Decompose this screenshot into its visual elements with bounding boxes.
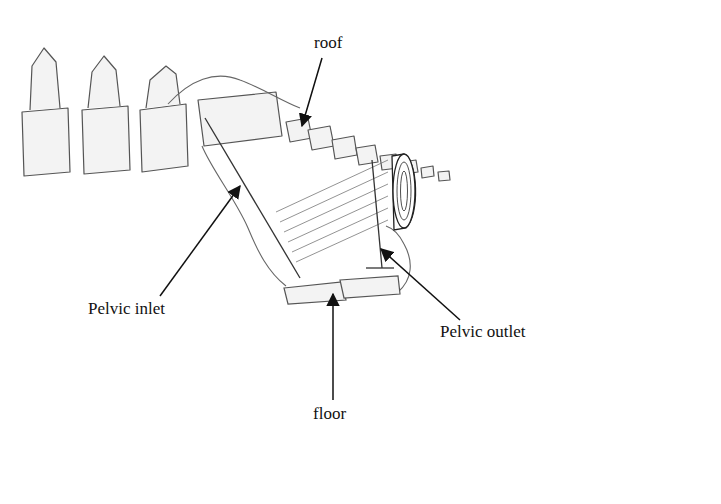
cavity-hatching [276, 160, 388, 262]
leader-arrow [302, 58, 322, 126]
cylinder-body [392, 154, 416, 230]
leader-arrows [160, 58, 460, 400]
hatch-line [288, 196, 388, 242]
hatch-line [280, 172, 388, 222]
pelvic-outline [168, 76, 410, 292]
hatch-line [292, 208, 388, 252]
pubis [284, 282, 346, 304]
part-label: Pelvic inlet [88, 299, 165, 319]
outlet-line [372, 160, 382, 268]
pelvic-floor-bones [284, 276, 400, 304]
spinous-process [88, 56, 120, 108]
outlet-tick [366, 267, 394, 268]
ilium-outline [202, 146, 286, 286]
caudal-vertebra [308, 126, 334, 150]
caudal-vertebra [356, 145, 378, 165]
leader-arrow [332, 294, 334, 400]
lumbar-vertebra [82, 106, 130, 174]
leader-arrow [160, 186, 240, 296]
hatch-line [284, 184, 388, 232]
sacral-crest [168, 76, 300, 108]
measure-lines [205, 118, 394, 278]
part-label: floor [313, 404, 346, 424]
hatch-line [276, 160, 388, 212]
caudal-vertebra [421, 166, 434, 178]
sacrum [198, 92, 282, 146]
hatch-line [296, 220, 388, 262]
cylinder-ring [401, 171, 408, 211]
leader-arrow [381, 249, 460, 320]
caudal-vertebra [438, 171, 450, 181]
caudal-vertebra [332, 136, 357, 159]
cylinder-ring [397, 162, 411, 220]
inlet-line [205, 118, 300, 278]
ischium [340, 276, 400, 298]
spinous-process [30, 48, 60, 110]
lumbar-vertebra [22, 108, 70, 176]
part-label: Pelvic outlet [440, 322, 525, 342]
cylinder-face [393, 154, 415, 228]
lumbar-vertebra [140, 104, 188, 172]
cylinder-symbol [392, 154, 416, 230]
part-label: roof [314, 33, 342, 53]
spinous-process [146, 66, 180, 108]
